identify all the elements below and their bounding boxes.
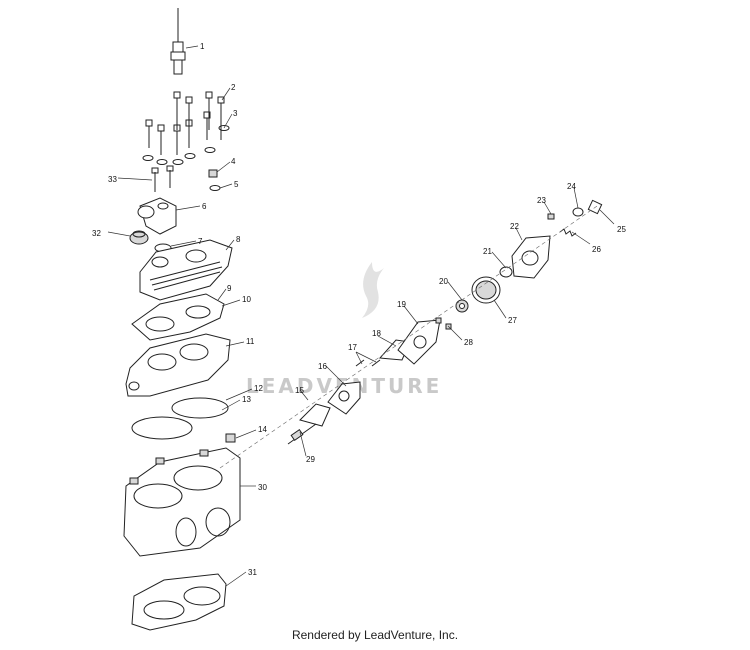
- callout-14: 14: [258, 425, 267, 434]
- footer-credit: Rendered by LeadVenture, Inc.: [291, 628, 459, 642]
- part-14-nut: [225, 433, 236, 443]
- callout-19: 19: [397, 300, 406, 309]
- callout-4: 4: [231, 157, 236, 166]
- callout-23: 23: [537, 196, 546, 205]
- part-5-washer: [209, 185, 221, 191]
- leader-lines: [107, 45, 615, 587]
- part-25-plug: [587, 199, 603, 215]
- callout-1: 1: [200, 42, 205, 51]
- part-13-gasket: [131, 416, 193, 440]
- part-6-thermostat-housing: [137, 197, 177, 235]
- part-23-nut: [547, 213, 555, 220]
- callout-3: 3: [233, 109, 238, 118]
- part-24-o-ring: [572, 207, 584, 217]
- callout-8: 8: [236, 235, 241, 244]
- callout-18: 18: [372, 329, 381, 338]
- part-21-seal: [499, 266, 513, 278]
- callout-17: 17: [348, 343, 357, 352]
- callout-30: 30: [258, 483, 267, 492]
- part-19-cover: [397, 319, 441, 365]
- callout-15: 15: [295, 386, 304, 395]
- part-30-cylinder: [123, 447, 241, 557]
- part-2-head-bolts: [145, 91, 225, 155]
- part-11-cylinder-head: [125, 333, 231, 397]
- part-32-thermostat: [129, 230, 149, 245]
- callout-13: 13: [242, 395, 251, 404]
- callout-28: 28: [464, 338, 473, 347]
- callout-12: 12: [254, 384, 263, 393]
- callout-5: 5: [234, 180, 239, 189]
- part-20-bearing: [455, 299, 469, 313]
- part-9-gasket: [131, 293, 225, 341]
- part-1-sensor: [170, 8, 186, 75]
- callout-20: 20: [439, 277, 448, 286]
- part-4-nut: [208, 169, 218, 178]
- part-12-ring: [171, 397, 229, 419]
- part-26-spring: [559, 228, 577, 237]
- callout-29: 29: [306, 455, 315, 464]
- part-15-gasket: [299, 403, 331, 427]
- callout-26: 26: [592, 245, 601, 254]
- callout-labels: 1 2 3 4 5 6 7 8 9 10 11 12 13 14 15 16 1…: [92, 42, 626, 577]
- part-17-screws: [355, 359, 381, 367]
- callout-6: 6: [202, 202, 207, 211]
- part-16-pump-body: [327, 381, 361, 415]
- callout-24: 24: [567, 182, 576, 191]
- callout-10: 10: [242, 295, 251, 304]
- part-22-housing: [511, 235, 551, 279]
- callout-16: 16: [318, 362, 327, 371]
- callout-2: 2: [231, 83, 236, 92]
- part-8-head-cover: [139, 239, 233, 301]
- callout-7: 7: [198, 237, 203, 246]
- part-31-base-gasket: [131, 573, 227, 631]
- part-3-washers: [142, 125, 230, 165]
- callout-33: 33: [108, 175, 117, 184]
- callout-25: 25: [617, 225, 626, 234]
- part-10-seal: [145, 305, 211, 332]
- callout-31: 31: [248, 568, 257, 577]
- callout-32: 32: [92, 229, 101, 238]
- callout-22: 22: [510, 222, 519, 231]
- callout-21: 21: [483, 247, 492, 256]
- part-33-bolts: [151, 165, 174, 192]
- callout-11: 11: [246, 337, 255, 346]
- callout-27: 27: [508, 316, 517, 325]
- callout-9: 9: [227, 284, 232, 293]
